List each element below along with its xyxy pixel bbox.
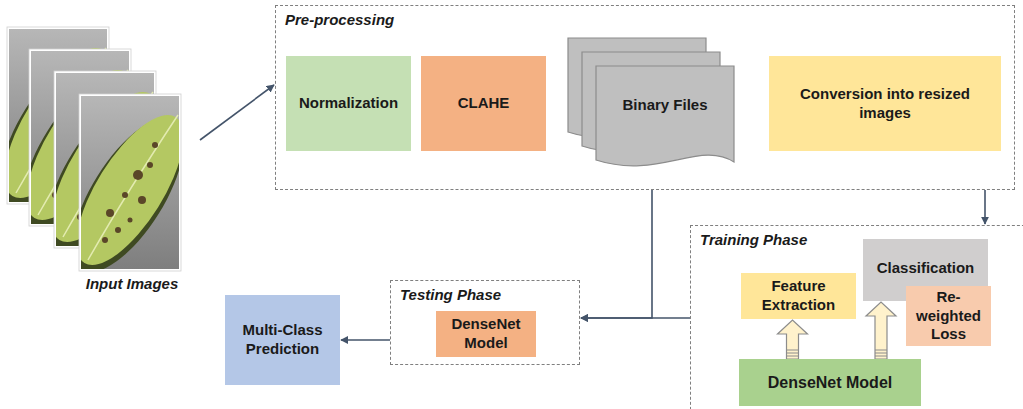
flow-arrow — [581, 190, 652, 318]
stage-title: Training Phase — [700, 231, 807, 248]
node-label: DenseNet Model — [442, 315, 530, 353]
loss-box: Re-weighted Loss — [906, 286, 991, 346]
image-caption: Input Images — [67, 275, 197, 294]
process-box: Normalization — [286, 56, 411, 151]
node-label: CLAHE — [458, 94, 510, 113]
stage-title: Pre-processing — [285, 11, 394, 28]
process-box: Conversion into resized images — [769, 56, 1001, 151]
node-label: Re-weighted Loss — [912, 288, 985, 344]
document-stack: Binary Files — [566, 36, 738, 178]
stage-group: Training PhaseFeature Extraction Classifi… — [690, 225, 1023, 409]
model-box: DenseNet Model — [739, 359, 921, 406]
process-box: CLAHE — [421, 56, 546, 151]
stage-title: Testing Phase — [400, 286, 501, 303]
block-arrow — [778, 320, 808, 359]
model-box: DenseNet Model — [436, 311, 536, 357]
block-arrow — [866, 302, 896, 359]
node-label: DenseNet Model — [768, 373, 892, 393]
node-label: Multi-Class Prediction — [231, 321, 334, 359]
stage-group: Testing PhaseDenseNet Model — [390, 280, 580, 365]
input-images-illustration: Input Images — [5, 25, 200, 300]
node-label: Binary Files — [596, 96, 734, 115]
node-label: Feature Extraction — [747, 277, 850, 315]
node-label: Conversion into resized images — [789, 85, 981, 123]
stage-group: Pre-processingNormalization CLAHE Binary F… — [275, 5, 1015, 190]
flow-arrow — [984, 190, 986, 224]
process-box: Feature Extraction — [741, 273, 856, 319]
node-label: Classification — [877, 259, 975, 278]
node-label: Normalization — [299, 94, 398, 113]
output-box: Multi-Class Prediction — [225, 295, 340, 385]
leaf-photo-stack — [5, 25, 200, 300]
flow-arrow — [341, 339, 390, 341]
flow-arrow — [581, 317, 690, 319]
flow-arrow — [200, 85, 274, 140]
